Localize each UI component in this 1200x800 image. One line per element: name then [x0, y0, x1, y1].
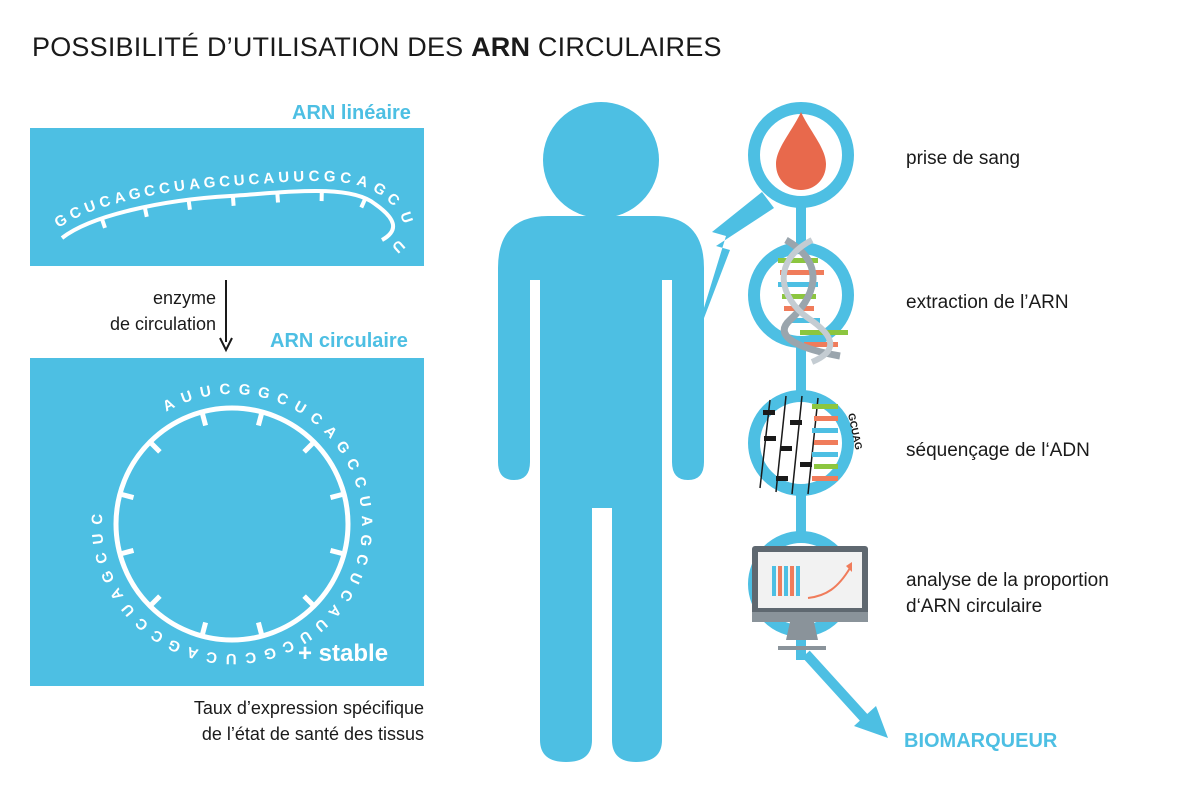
circular-ring-tick — [148, 594, 162, 608]
circular-rna-label: ARN circulaire — [270, 330, 408, 352]
circular-nucleotide-letter: U — [89, 533, 107, 546]
caption-line2: de l’état de santé des tissus — [201, 724, 424, 744]
circular-nucleotide-letter: C — [89, 513, 106, 525]
linear-nucleotide-letter: G — [323, 168, 336, 186]
arrow-label-line1: enzyme — [152, 288, 216, 308]
circular-nucleotide-letter: A — [358, 515, 375, 526]
biomarker-label: BIOMARQUEUR — [904, 730, 1058, 752]
linear-nucleotide-letter: U — [278, 169, 290, 187]
dna-helix-icon — [778, 236, 848, 365]
step-label-analysis-line2: d‘ARN circulaire — [906, 596, 1043, 617]
step-label-extraction: extraction de l’ARN — [906, 292, 1069, 313]
linear-rna-label: ARN linéaire — [292, 102, 411, 124]
circular-nucleotide-letter: C — [244, 648, 257, 666]
linear-strand-tick — [142, 206, 149, 218]
linear-nucleotide-letter: C — [248, 171, 260, 189]
page-title: POSSIBILITÉ D’UTILISATION DES ARN CIRCUL… — [32, 32, 722, 62]
linear-strand-tick — [275, 192, 280, 203]
circular-ring-tick — [302, 594, 316, 608]
linear-nucleotide-letter: C — [339, 169, 352, 187]
monitor-chart-icon — [752, 546, 868, 650]
linear-strand-tick — [186, 199, 192, 210]
linear-strand-tick — [230, 195, 236, 206]
circular-nucleotide-letter: U — [226, 650, 237, 667]
circular-ring-tick — [255, 621, 265, 637]
circular-ring-tick — [199, 411, 209, 427]
circular-nucleotide-letter: G — [256, 384, 271, 403]
circular-ring-tick — [302, 440, 316, 454]
circular-nucleotide-letter: U — [179, 387, 195, 407]
circular-ring-tick — [119, 491, 135, 501]
linear-strand-tick — [99, 217, 107, 229]
circular-nucleotide-letter: C — [350, 475, 370, 491]
step-label-blood: prise de sang — [906, 148, 1021, 169]
person-head — [543, 102, 659, 218]
blood-drop-icon — [776, 112, 826, 190]
person-figure — [498, 102, 704, 762]
step-label-analysis-line1: analyse de la proportion — [906, 570, 1109, 591]
circular-nucleotide-letter: C — [205, 648, 218, 666]
circular-ring-tick — [329, 491, 345, 501]
linear-nucleotide-letter: A — [112, 188, 127, 207]
step-circle-analysis — [748, 531, 868, 650]
linear-nucleotide-letter: U — [233, 172, 245, 190]
circular-nucleotide-letter: U — [199, 383, 213, 402]
linear-nucleotide-letter: G — [127, 185, 142, 204]
circular-ring-tick — [148, 440, 162, 454]
linear-nucleotide-letter: U — [396, 210, 416, 226]
linear-nucleotide-letter: C — [309, 168, 320, 185]
circular-ring-tick — [329, 547, 345, 557]
linear-nucleotide-letter: C — [143, 182, 157, 201]
linear-nucleotide-letter: U — [173, 177, 186, 195]
circular-ring-tick — [255, 411, 265, 427]
linear-nucleotide-letter: A — [355, 172, 370, 191]
step-circle-sequencing: GCUAG — [748, 390, 864, 496]
linear-strand-tick — [359, 197, 368, 209]
circular-ring-tick — [119, 547, 135, 557]
linear-nucleotide-letter: U — [293, 168, 304, 185]
biomarker-arrowhead — [854, 706, 888, 738]
circular-nucleotide-letter: G — [238, 381, 251, 399]
circular-nucleotide-letter: U — [355, 495, 374, 509]
person-body — [498, 216, 704, 762]
circular-nucleotide-letter: C — [352, 552, 371, 567]
stable-label: + stable — [298, 640, 389, 667]
down-arrow-icon — [219, 280, 233, 353]
circular-ring-tick — [199, 621, 209, 637]
circular-nucleotide-letter: G — [262, 643, 278, 663]
arrow-label-line2: de circulation — [109, 314, 216, 334]
circular-nucleotide-letter: A — [185, 643, 200, 662]
linear-nucleotide-letter: C — [97, 192, 113, 211]
step-circle-blood — [748, 102, 854, 208]
step-circle-extraction — [748, 236, 854, 365]
speech-pointer — [688, 192, 774, 360]
linear-nucleotide-letter: A — [188, 175, 201, 193]
circular-nucleotide-letter: C — [219, 381, 231, 399]
linear-nucleotide-letter: A — [263, 170, 275, 188]
caption-line1: Taux d’expression spécifique — [193, 698, 424, 718]
linear-nucleotide-letter: C — [158, 179, 172, 198]
step-label-sequencing: séquençage de l‘ADN — [906, 440, 1090, 461]
linear-nucleotide-letter: G — [203, 174, 216, 192]
circular-nucleotide-letter: C — [92, 550, 111, 565]
linear-nucleotide-letter: C — [219, 173, 231, 191]
biomarker-arrow — [802, 650, 870, 724]
circular-nucleotide-letter: G — [356, 534, 374, 548]
